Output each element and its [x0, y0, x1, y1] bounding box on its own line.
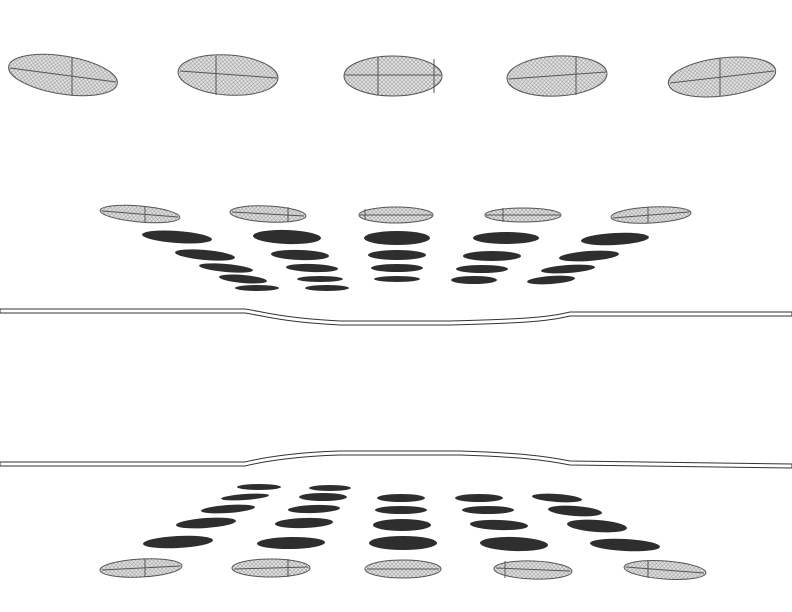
dark-ellipse [369, 536, 437, 550]
dark-ellipse [142, 230, 212, 244]
top-large-ellipses [8, 53, 777, 98]
dark-ellipse [371, 264, 423, 272]
dark-ellipse [480, 536, 548, 552]
dark-ellipse [456, 265, 508, 273]
dark-ellipse [286, 263, 338, 273]
upper-membrane [0, 308, 792, 326]
upper-small-hatched-ellipses [99, 204, 692, 224]
bottom-small-ellipse-5 [623, 560, 707, 580]
top-ellipse-4 [506, 55, 608, 97]
upper-small-ellipse-4 [484, 207, 562, 223]
upper-small-ellipse-2 [229, 205, 307, 223]
dark-ellipse [275, 517, 333, 529]
dark-ellipse [299, 493, 347, 501]
dark-ellipse [590, 538, 660, 552]
upper-small-ellipse-5 [610, 206, 692, 224]
dark-ellipse [237, 484, 281, 490]
dark-ellipse [559, 250, 619, 262]
dark-ellipse [373, 519, 431, 531]
dark-ellipse [541, 264, 595, 274]
dark-ellipse [470, 519, 528, 531]
dark-ellipse [527, 275, 575, 285]
dark-ellipse [375, 506, 427, 514]
dark-ellipse [297, 276, 343, 282]
dark-ellipse [581, 232, 649, 246]
top-ellipse-1 [8, 53, 118, 97]
upper-small-ellipse-3 [358, 206, 434, 224]
dark-ellipse [374, 276, 420, 282]
bottom-small-hatched-ellipses [99, 558, 707, 580]
upper-small-ellipse-1 [99, 204, 181, 224]
dark-ellipse [201, 504, 255, 514]
top-ellipse-5 [667, 56, 777, 98]
dark-ellipse [377, 494, 425, 502]
dark-ellipse [451, 276, 497, 284]
dark-ellipse [143, 535, 213, 549]
lower-dark-ellipses [143, 484, 660, 552]
dark-ellipse [462, 506, 514, 514]
dark-ellipse [309, 485, 351, 491]
dark-ellipse [219, 274, 267, 284]
dark-ellipse [199, 263, 253, 273]
dark-ellipse [257, 536, 325, 550]
lower-membrane [0, 450, 792, 469]
dark-ellipse [176, 517, 236, 529]
dark-ellipse [548, 505, 602, 517]
dark-ellipse [175, 249, 235, 261]
dark-ellipse [221, 493, 269, 501]
dark-ellipse [253, 229, 321, 245]
dark-ellipse [288, 504, 340, 514]
dark-ellipse [368, 250, 426, 260]
bottom-small-ellipse-2 [231, 558, 311, 578]
dark-ellipse [532, 493, 582, 503]
bottom-small-ellipse-1 [99, 558, 183, 578]
dark-ellipse [473, 232, 539, 244]
upper-dark-ellipses [142, 229, 649, 291]
dark-ellipse [364, 231, 430, 245]
dark-ellipse [463, 251, 521, 261]
top-ellipse-3 [343, 55, 443, 97]
dark-ellipse [271, 249, 329, 261]
dark-ellipse [455, 494, 503, 502]
bottom-small-ellipse-4 [493, 560, 573, 580]
bottom-small-ellipse-3 [364, 559, 442, 579]
top-ellipse-2 [177, 54, 279, 96]
dark-ellipse [567, 519, 627, 533]
dark-ellipse [235, 285, 279, 291]
dark-ellipse [305, 285, 349, 291]
